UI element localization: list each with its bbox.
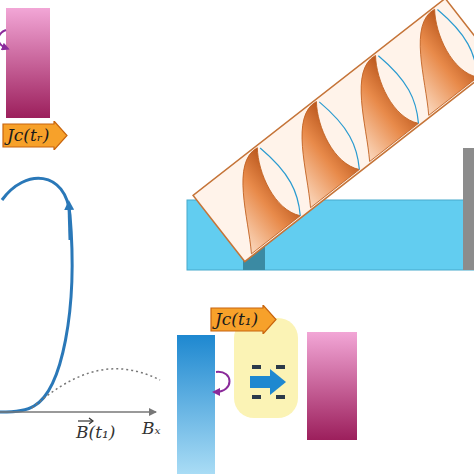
current-label: Jc(t₁) — [215, 311, 277, 328]
moment-arrow-head — [270, 369, 286, 395]
vector-bar — [78, 420, 92, 421]
support-post — [463, 148, 474, 270]
axis-label: B(t₁) — [76, 424, 115, 441]
current-arrow-tag: Jc(t₁) — [210, 305, 277, 334]
pink-slab — [6, 8, 50, 118]
purple-rotation-arrow — [0, 30, 6, 48]
arrow-tag-outline — [3, 121, 67, 150]
bx-axis — [0, 411, 156, 413]
pink-slab-bottom — [307, 332, 357, 440]
spiral-shadow — [370, 53, 429, 123]
spiral-turn — [202, 147, 307, 253]
arrow-tag-outline — [211, 305, 276, 334]
spiral-shadow — [252, 146, 311, 216]
tilted-tube — [193, 0, 474, 262]
dash-marks — [252, 365, 285, 399]
spiral-turn — [379, 9, 474, 115]
blue-slab — [177, 335, 215, 474]
axis-label: Bₓ — [142, 420, 161, 437]
spiral-shadow — [311, 100, 370, 170]
spiral-turn — [320, 55, 425, 161]
current-arrow-tag: Jc(tᵣ) — [2, 121, 68, 150]
moment-arrow-body — [250, 376, 270, 388]
yellow-region — [234, 318, 298, 418]
trajectory-arrow — [69, 205, 70, 240]
field-trajectory — [0, 178, 72, 412]
current-label: Jc(tᵣ) — [7, 127, 68, 144]
tube-outline — [193, 0, 474, 262]
purple-rotation-arrow-bottom — [216, 372, 230, 392]
spiral-windings — [202, 5, 474, 254]
spiral-shadow — [430, 7, 474, 77]
dotted-curve — [32, 369, 160, 408]
spiral-turn — [261, 101, 366, 207]
